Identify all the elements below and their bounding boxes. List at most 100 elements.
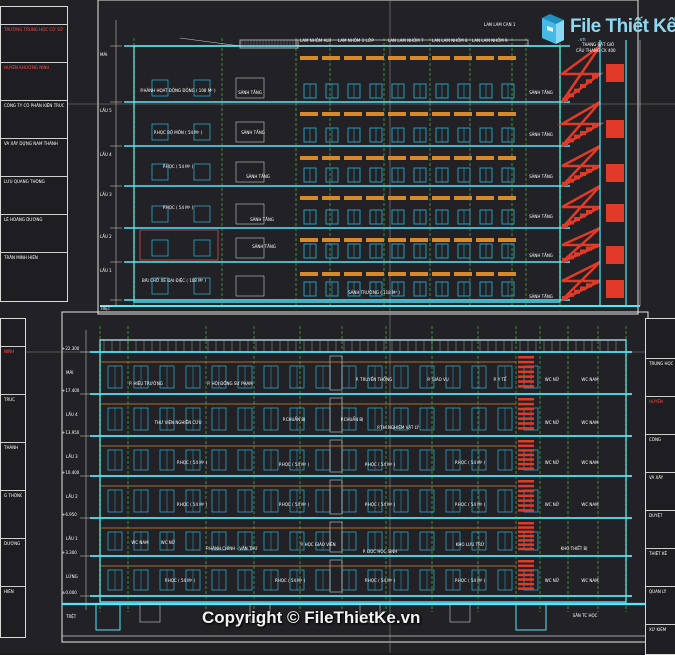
top-roof-slope (179, 37, 241, 47)
left-top-tb-text: TRƯỜNG TRUNG HỌC CƠ SỞ (4, 27, 64, 32)
right-tb-text: TRUNG HỌC (649, 361, 673, 366)
bottom-room-label: P.HỌC ( 54 M² ) (454, 578, 486, 583)
bottom-column (329, 355, 343, 391)
top-beam-band (366, 272, 384, 276)
bottom-stair-step (518, 587, 534, 590)
top-header-label: LAN LAM CAN 1 (484, 22, 516, 27)
bottom-stair-step (518, 407, 534, 411)
left-bottom-tb-rule (1, 490, 25, 491)
bottom-stair-step (518, 530, 534, 534)
top-door (235, 203, 265, 225)
bottom-level-mark: +13.950 (62, 430, 80, 435)
top-stair-window (606, 246, 624, 264)
top-stair-step (568, 220, 574, 225)
bottom-room-label: P.THÍ NGHIỆM VẬT LÝ (377, 425, 419, 430)
top-beam-band (410, 56, 428, 60)
bottom-footing (139, 603, 161, 623)
top-room-label: SẢNH TẦNG (250, 217, 274, 222)
bottom-room-label: WC NỮ (544, 502, 560, 507)
top-stair-step (574, 175, 580, 180)
bottom-stair-step (518, 380, 534, 383)
top-stair-step (592, 123, 598, 128)
right-tb-rule (646, 586, 675, 587)
top-stair-step (574, 289, 580, 294)
top-beam-band (344, 156, 362, 160)
left-top-tb-text: LÊ HOÀNG DƯƠNG (4, 217, 43, 222)
left-top-tb-rule (1, 214, 67, 215)
left-top-tb-text: VÀ XÂY DỰNG NAM THÀNH (4, 141, 58, 146)
bottom-room-label: WC NAM (581, 420, 599, 425)
top-stair-step (580, 249, 586, 254)
top-stair-step (562, 224, 568, 228)
top-beam-band (432, 196, 450, 200)
top-stair-step (592, 206, 598, 211)
bottom-level-mark: +6.950 (62, 512, 77, 517)
bottom-stair-step (518, 427, 534, 430)
bottom-room-label: P. TRUYỀN THỐNG (355, 377, 393, 382)
bottom-stair-step (518, 365, 534, 369)
bottom-room-label: P. HIỆU TRƯỞNG (129, 381, 163, 386)
left-bottom-tb-text: G THÔNG (4, 493, 22, 498)
top-floor-label: MÁI (100, 52, 108, 57)
top-room-label: SẢNH TẦNG (529, 253, 553, 258)
top-stair-step (580, 286, 586, 291)
top-beam-band (476, 156, 494, 160)
top-beam-band (300, 238, 318, 242)
top-door (235, 237, 265, 259)
right-tb-rule (646, 548, 675, 549)
top-beam-band (388, 56, 406, 60)
top-room-label: SẢNH TẦNG (529, 132, 553, 137)
top-left-window (193, 239, 211, 257)
bottom-stair-step (518, 417, 534, 420)
bottom-stair-step (518, 458, 534, 461)
top-beam-band (322, 272, 340, 276)
top-beam-band (498, 156, 516, 160)
top-stair-step (580, 213, 586, 218)
top-beam-band (498, 56, 516, 60)
right-tb-rule (646, 396, 675, 397)
top-beam-band (454, 196, 472, 200)
left-bottom-tb-rule (1, 394, 25, 395)
left-bottom-tb-text: TRÚC (4, 397, 15, 402)
top-left-window (151, 239, 169, 257)
bottom-room-label: WC NỮ (544, 377, 560, 382)
top-beam-band (300, 156, 318, 160)
bottom-foundation (95, 603, 121, 631)
top-door (235, 161, 265, 183)
top-beam-band (454, 112, 472, 116)
top-left-window (151, 163, 169, 181)
top-stair-window (606, 280, 624, 298)
left-top-tb-text: LƯU QUANG THÔNG (4, 179, 45, 184)
left-top-tb-rule (1, 138, 67, 139)
top-room-label: BÃI CHỜ XE ĐẠI ĐIỆC ( 108 M² ) (142, 278, 206, 283)
top-room-label: SẢNH TẦNG (529, 174, 553, 179)
top-left-window (193, 163, 211, 181)
left-top-tb-text: CÔNG TY CỔ PHẦN KIẾN TRÚC (4, 103, 64, 108)
bottom-stair-step (518, 467, 534, 470)
bottom-room-label: P.HÀNH CHÍNH - VĂN THƯ (206, 546, 258, 551)
top-beam-band (498, 196, 516, 200)
top-stair-step (580, 172, 586, 176)
top-beam-band (388, 272, 406, 276)
top-beam-band (498, 272, 516, 276)
right-tb-rule (646, 472, 675, 473)
top-beam-band (388, 112, 406, 116)
site-logo[interactable]: File Thiết Kế .vn (538, 10, 675, 48)
top-room-label: P.HỌC BỘ MÔN ( 54 M² ) (153, 130, 203, 135)
bottom-room-label: P.HỌC ( 54 M² ) (364, 462, 396, 467)
left-top-tb-rule (1, 62, 67, 63)
bottom-room-label: THƯ VIỆN NGHIÊN CỨU (154, 420, 202, 425)
bottom-level-mark: +17.400 (62, 388, 80, 393)
top-stair-step (580, 131, 586, 135)
bottom-floor-label: LẦU 4 (66, 412, 78, 417)
bottom-stair-step (518, 509, 534, 512)
bottom-stair-step (518, 494, 534, 498)
top-stair-step (562, 296, 568, 300)
top-beam-band (476, 56, 494, 60)
top-header-label: LAM NHÔM 3 LỚP (338, 38, 374, 43)
top-stair-step (592, 165, 598, 170)
top-beam-band (322, 112, 340, 116)
top-room-label: SẢNH TRƯỜNG ( 118 M² ) (348, 290, 400, 295)
